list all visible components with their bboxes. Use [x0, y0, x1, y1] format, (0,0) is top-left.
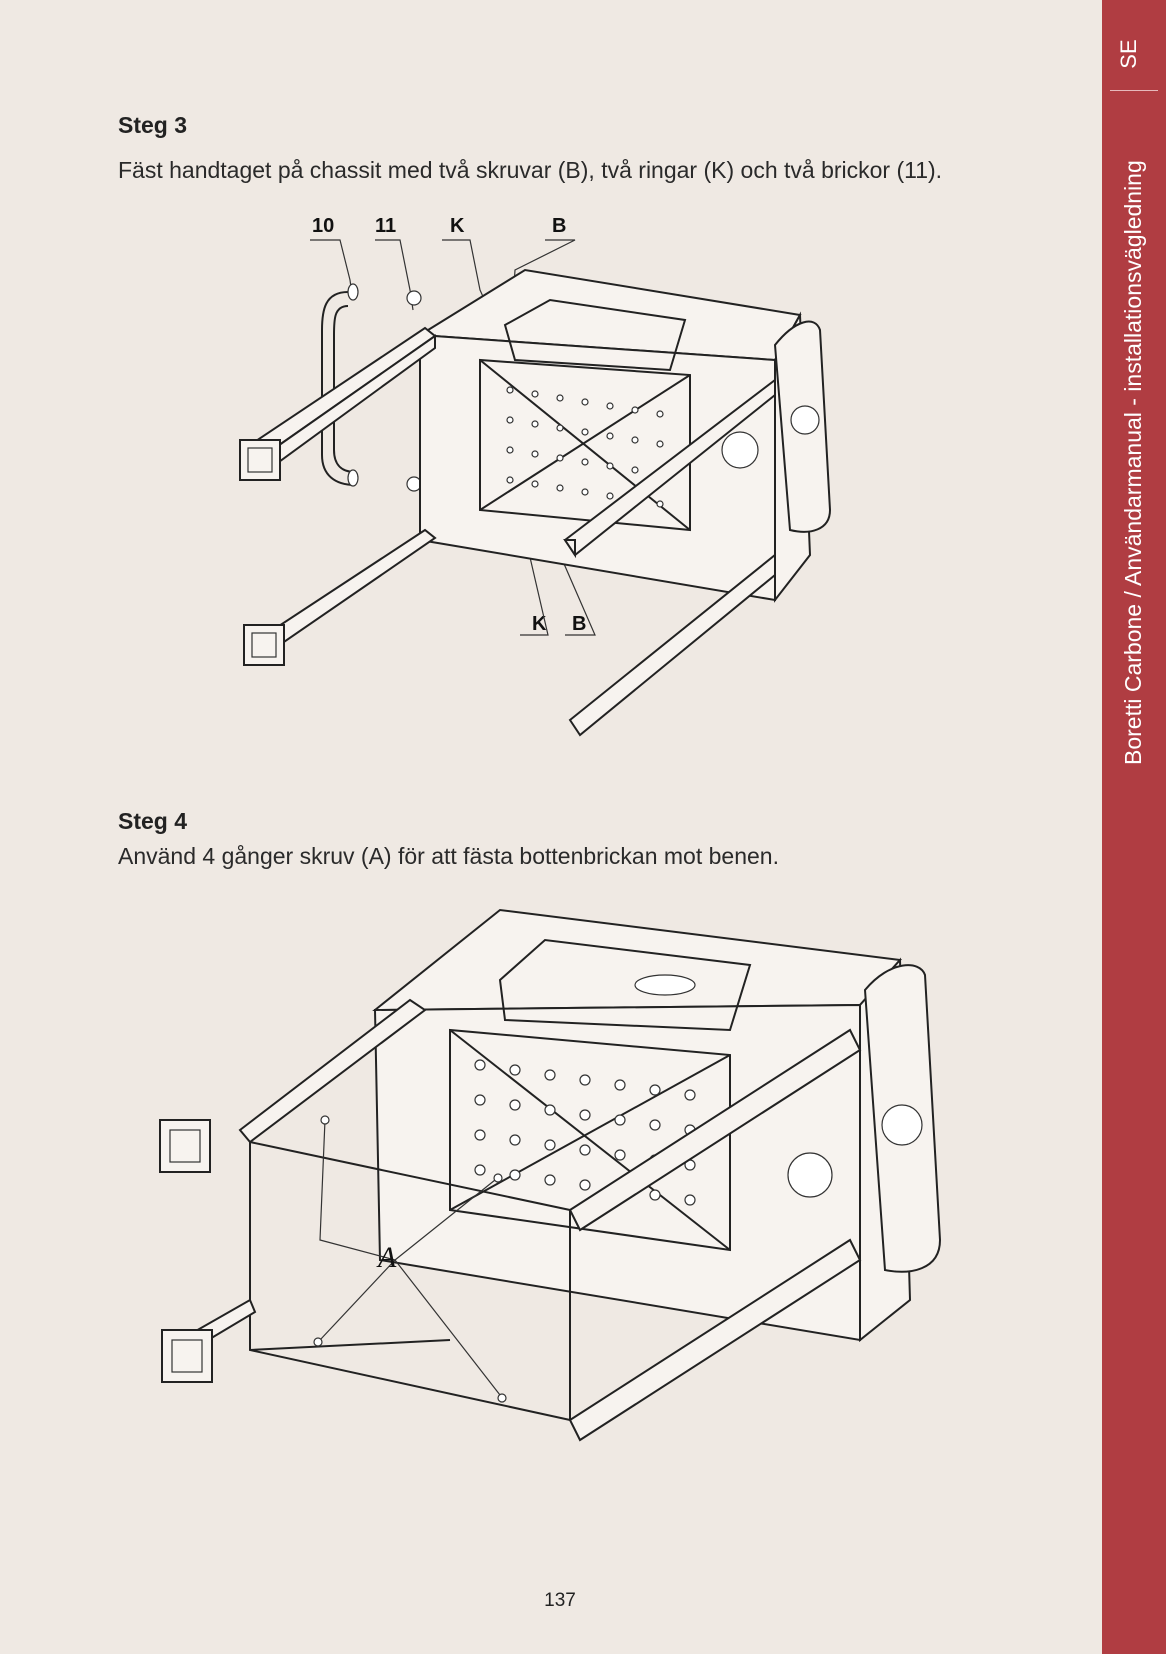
callout-10: 10 [312, 215, 334, 237]
callout-11: 11 [375, 215, 396, 237]
language-label: SE [1116, 39, 1141, 69]
side-tab: SE Boretti Carbone / Användarmanual - in… [1102, 0, 1166, 1654]
step-3-heading: Steg 3 [118, 112, 188, 138]
step-3-text: Fäst handtaget på chassit med två skruva… [118, 157, 943, 183]
callout-b-bottom: B [572, 613, 586, 635]
step-4-diagram: A [159, 908, 942, 1442]
callout-a: A [376, 1241, 397, 1274]
callout-b-top: B [552, 215, 566, 237]
step-3-diagram: 10 11 K B K B [239, 215, 832, 737]
callout-k-top: K [450, 215, 465, 237]
page-number: 137 [544, 1590, 576, 1611]
sidebar-divider [1110, 90, 1158, 91]
step-4-text: Använd 4 gånger skruv (A) för att fästa … [118, 843, 779, 869]
manual-title: Boretti Carbone / Användarmanual - insta… [1120, 160, 1146, 765]
callout-k-bottom: K [532, 613, 547, 635]
step-4-heading: Steg 4 [118, 808, 188, 834]
